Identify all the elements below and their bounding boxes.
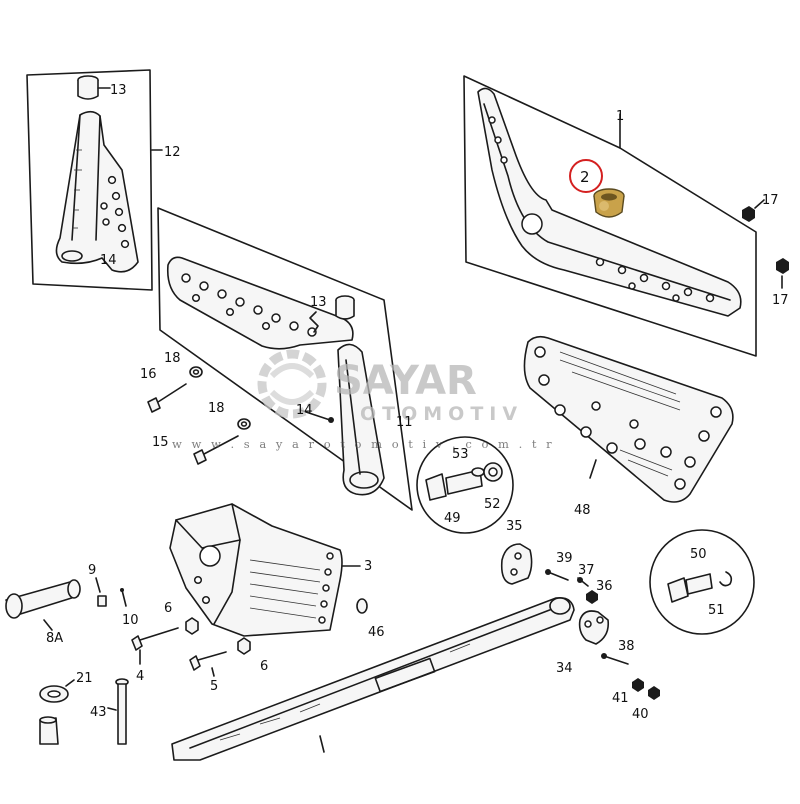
nut-6-b — [237, 637, 251, 655]
label-18b: 18 — [208, 401, 225, 416]
sleeve — [39, 716, 59, 745]
label-9: 9 — [88, 563, 96, 578]
watermark-brand: SAYAR — [334, 358, 477, 404]
label-21: 21 — [76, 671, 93, 686]
nut-41 — [632, 678, 644, 692]
label-6b: 6 — [260, 659, 268, 674]
bolt-5 — [189, 651, 227, 677]
axle-beam — [171, 596, 575, 761]
nut-36 — [586, 590, 598, 604]
sayar-gear-logo — [257, 349, 327, 419]
label-35: 35 — [506, 519, 523, 534]
shaft-8a — [5, 579, 81, 631]
label-38: 38 — [618, 639, 635, 654]
axle-bracket-3 — [169, 503, 361, 637]
label-15: 15 — [152, 435, 169, 450]
bolt-39 — [545, 569, 569, 581]
detail-bolt-49 — [416, 436, 514, 534]
washer-46 — [356, 598, 368, 614]
label-37: 37 — [578, 563, 595, 578]
detail-bolt-50 — [649, 529, 755, 635]
watermark-subbrand: OTOMOTIV — [360, 403, 523, 425]
bolt-37 — [577, 577, 589, 587]
part-labels: 13 12 14 13 14 11 18 16 18 15 1 2 17 17 … — [46, 83, 789, 722]
label-46: 46 — [368, 625, 385, 640]
panel-bracket-1 — [463, 75, 789, 357]
label-12: 12 — [164, 145, 181, 160]
label-13b: 13 — [310, 295, 327, 310]
label-43: 43 — [90, 705, 107, 720]
label-36: 36 — [596, 579, 613, 594]
clamp-34 — [578, 610, 610, 645]
washer-21 — [39, 679, 75, 703]
label-50: 50 — [690, 547, 707, 562]
bolt-9 — [95, 577, 107, 607]
label-40: 40 — [632, 707, 649, 722]
label-13a: 13 — [110, 83, 127, 98]
highlight-circle — [569, 159, 603, 193]
nut-17-a — [742, 199, 765, 222]
label-17a: 17 — [762, 193, 779, 208]
label-2: 2 — [580, 168, 590, 186]
label-53: 53 — [452, 447, 469, 462]
label-39: 39 — [556, 551, 573, 566]
nut-40 — [648, 686, 660, 700]
label-18a: 18 — [164, 351, 181, 366]
label-49: 49 — [444, 511, 461, 526]
label-14b: 14 — [296, 403, 313, 418]
bracket-35 — [500, 543, 533, 585]
bolt-4 — [131, 627, 179, 665]
label-4: 4 — [136, 669, 144, 684]
label-52: 52 — [484, 497, 501, 512]
label-5: 5 — [210, 679, 218, 694]
panel-support-bracket-12 — [26, 69, 163, 291]
label-41: 41 — [612, 691, 629, 706]
nut-17-b — [776, 258, 789, 289]
label-16: 16 — [140, 367, 157, 382]
watermark-url: w w w . s a y a r o t o m o t i v . c o … — [172, 437, 555, 451]
mounting-plate-48 — [523, 335, 734, 503]
bracket-arm-1 — [477, 87, 742, 317]
label-6a: 6 — [164, 601, 172, 616]
bolt-43 — [107, 678, 129, 745]
label-48: 48 — [574, 503, 591, 518]
washer-18-a — [189, 366, 203, 378]
panel-support-bracket-11 — [157, 207, 413, 511]
label-1: 1 — [616, 109, 624, 124]
label-10: 10 — [122, 613, 139, 628]
label-11: 11 — [396, 415, 413, 430]
label-17b: 17 — [772, 293, 789, 308]
washer-18-b — [237, 418, 251, 430]
bolt-15 — [193, 435, 239, 465]
watermark: SAYAR OTOMOTIV w w w . s a y a r o t o m… — [172, 349, 555, 451]
label-34: 34 — [556, 661, 573, 676]
label-3: 3 — [364, 559, 372, 574]
label-14a: 14 — [100, 253, 117, 268]
label-51: 51 — [708, 603, 725, 618]
bushing-13-center — [335, 295, 355, 320]
bushing-13-top — [77, 75, 111, 100]
pin-10 — [120, 588, 127, 607]
bolt-16 — [147, 383, 187, 413]
bolt-38 — [601, 653, 629, 665]
bracket-plate-11 — [166, 256, 354, 350]
nut-6-a — [185, 617, 199, 635]
label-8a: 8A — [46, 631, 63, 646]
bushing-2-highlighted — [593, 188, 625, 218]
